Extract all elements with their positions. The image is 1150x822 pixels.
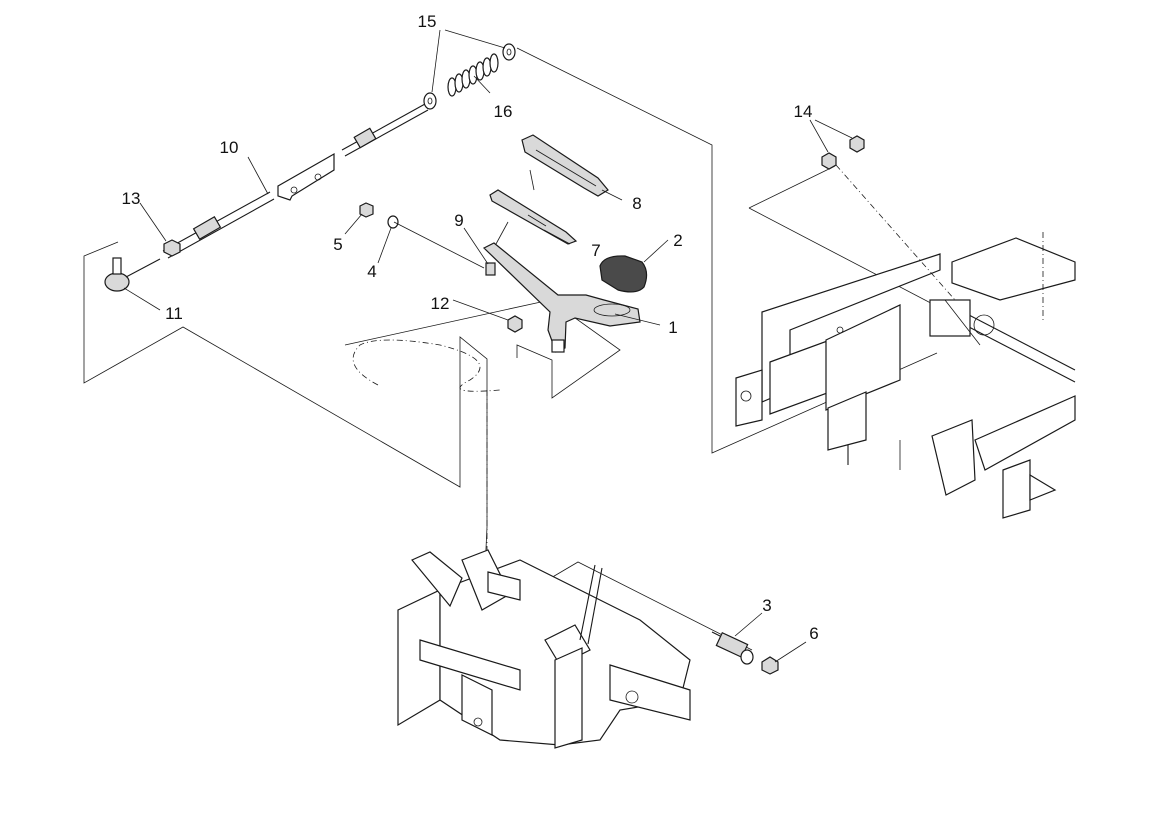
washer-15a-icon <box>423 92 437 110</box>
nut-5-icon <box>359 202 374 218</box>
nut-14a-icon <box>821 152 837 170</box>
cable-dashed <box>352 339 501 560</box>
nut-12-icon <box>507 315 523 333</box>
washer-4-icon <box>387 215 399 229</box>
pedal-cover-8-icon <box>521 134 609 197</box>
callout-10: 10 <box>220 138 239 157</box>
bottom-frame-assembly <box>397 549 691 749</box>
callout-16: 16 <box>494 102 513 121</box>
callout-3: 3 <box>762 596 771 615</box>
callout-15: 15 <box>418 12 437 31</box>
pedal-arm-1-icon <box>482 242 641 353</box>
callout-9: 9 <box>454 211 463 230</box>
callout-11: 11 <box>165 304 183 323</box>
leader-lines <box>123 29 853 663</box>
callout-14: 14 <box>794 102 813 121</box>
bolt-9-icon <box>485 262 496 276</box>
ball-joint-11-icon <box>104 272 130 292</box>
washer-15b-icon <box>502 43 516 61</box>
nuts-14 <box>821 135 865 170</box>
callout-4: 4 <box>367 262 376 281</box>
callout-labels: 15 16 10 13 8 9 2 5 7 4 12 11 1 14 3 6 <box>122 12 819 643</box>
callout-2: 2 <box>673 231 682 250</box>
right-frame-assembly <box>735 164 1076 519</box>
callout-8: 8 <box>632 194 641 213</box>
nut-14b-icon <box>849 135 865 153</box>
control-rod-assembly <box>104 43 516 292</box>
hose-assembly <box>711 631 779 675</box>
callout-13: 13 <box>122 189 141 208</box>
nut-13-icon <box>163 239 181 257</box>
pedal-plate-7-icon <box>489 189 578 245</box>
pedal-pad-2-icon <box>599 255 648 293</box>
callout-6: 6 <box>809 624 818 643</box>
callout-7: 7 <box>591 241 600 260</box>
callout-5: 5 <box>333 235 342 254</box>
spring-16-icon <box>447 53 499 97</box>
callout-1: 1 <box>668 318 677 337</box>
fitting-6-icon <box>761 656 779 675</box>
pedal-assembly <box>359 134 648 353</box>
callout-12: 12 <box>431 294 450 313</box>
